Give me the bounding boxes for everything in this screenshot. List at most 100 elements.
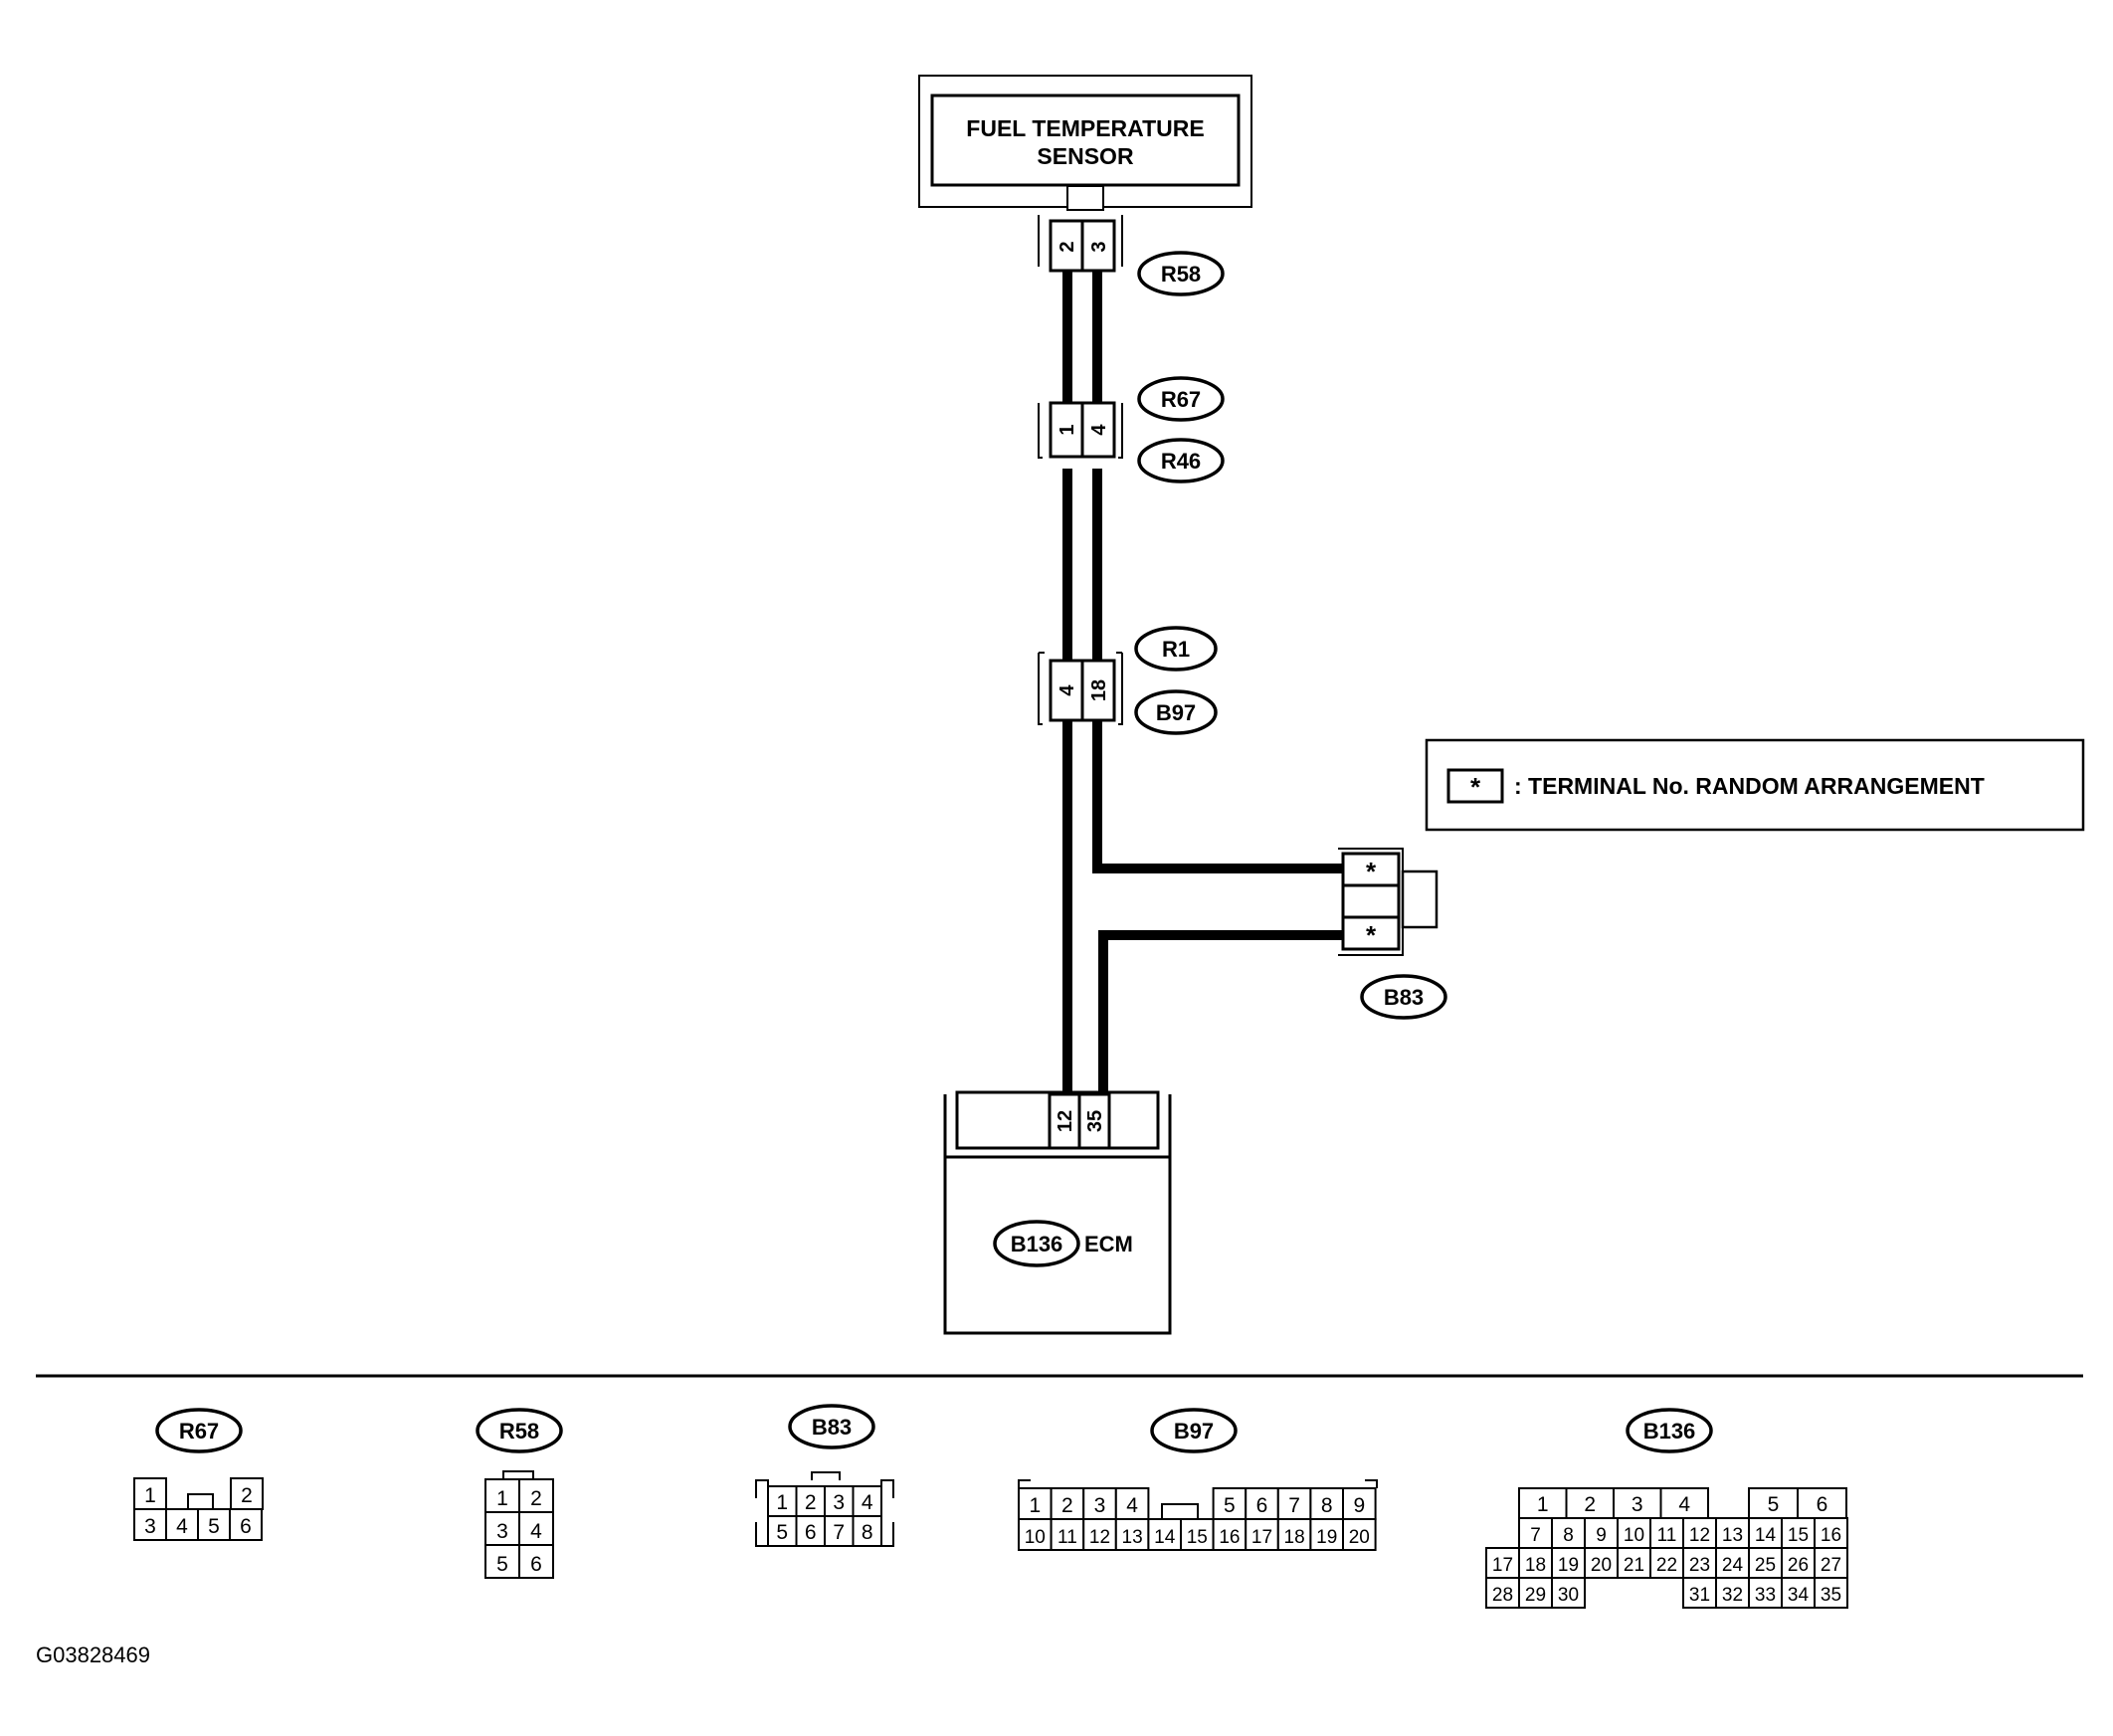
tag-r1: R1 (1162, 637, 1190, 662)
b97-face-pin: 8 (1321, 1494, 1333, 1517)
face-tag-r67: R67 (179, 1419, 219, 1444)
face-tag-r58: R58 (499, 1419, 539, 1444)
b136-face-pin: 22 (1656, 1555, 1677, 1576)
b136-face-pin: 18 (1525, 1555, 1546, 1576)
b97-face-pin: 2 (1061, 1494, 1073, 1517)
r58-face-pin: 4 (530, 1520, 542, 1543)
b136-face-pin: 11 (1657, 1525, 1677, 1546)
b97-face-pin: 6 (1256, 1494, 1268, 1517)
ecm-pin-12: 12 (1055, 1110, 1076, 1132)
r67-face-pin: 5 (208, 1515, 220, 1538)
r58-face-pin: 1 (496, 1487, 508, 1510)
b136-face-pin: 2 (1584, 1493, 1596, 1516)
face-tag-b83: B83 (812, 1415, 852, 1440)
b136-face-pin: 20 (1591, 1555, 1612, 1576)
b83-pin-upper: * (1366, 857, 1377, 886)
face-tag-b97: B97 (1174, 1419, 1214, 1444)
b136-face-pin: 10 (1624, 1525, 1644, 1546)
b136-face-pin: 15 (1788, 1525, 1809, 1546)
b136-face-pin: 23 (1689, 1555, 1710, 1576)
b83-face-pin: 3 (833, 1491, 845, 1514)
b136-face-pin: 8 (1563, 1525, 1574, 1546)
b97-face-pin: 9 (1353, 1494, 1365, 1517)
b97-face-pin: 11 (1057, 1527, 1077, 1548)
b136-face-pin: 1 (1537, 1493, 1549, 1516)
b136-face-pin: 34 (1788, 1585, 1810, 1606)
tag-b83: B83 (1384, 985, 1424, 1010)
b136-face-pin: 25 (1755, 1555, 1776, 1576)
b97-face-pin: 20 (1349, 1527, 1370, 1548)
sensor-label-line2: SENSOR (1037, 143, 1134, 169)
b136-face-pin: 9 (1596, 1525, 1607, 1546)
b136-face-pin: 4 (1678, 1493, 1690, 1516)
tag-b136: B136 (1011, 1232, 1063, 1256)
ecm-label: ECM (1084, 1232, 1133, 1256)
b97-face-pin: 3 (1094, 1494, 1106, 1517)
connector-r67-r46: 1 4 R67 R46 (1038, 376, 1225, 483)
b136-face-pin: 16 (1821, 1525, 1841, 1546)
b136-face-pin: 35 (1821, 1585, 1841, 1606)
r67-face-pin: 4 (176, 1515, 188, 1538)
r58-face-pin: 5 (496, 1553, 508, 1576)
b97-face-pin: 12 (1089, 1527, 1110, 1548)
b97-face-pin: 1 (1029, 1494, 1041, 1517)
ecm-pin-35: 35 (1084, 1110, 1106, 1132)
b83-pin-lower: * (1366, 920, 1377, 950)
r58-face-pin: 2 (530, 1487, 542, 1510)
b136-face-pin: 3 (1632, 1493, 1643, 1516)
b83-face-pin: 6 (805, 1521, 817, 1544)
b136-face-pin: 6 (1817, 1493, 1828, 1516)
legend-text: : TERMINAL No. RANDOM ARRANGEMENT (1514, 773, 1985, 799)
b136-face-pin: 14 (1755, 1525, 1777, 1546)
b136-face-pin: 17 (1492, 1555, 1513, 1576)
b136-face-pin: 19 (1558, 1555, 1579, 1576)
b136-face-pin: 30 (1558, 1585, 1579, 1606)
fuel-temperature-sensor: FUEL TEMPERATURE SENSOR (918, 75, 1252, 211)
b97-face-pin: 5 (1224, 1494, 1236, 1517)
face-tag-b136: B136 (1643, 1419, 1696, 1444)
b97-face-pin: 10 (1025, 1527, 1046, 1548)
r58-face-pin: 3 (496, 1520, 508, 1543)
tag-r58: R58 (1161, 262, 1201, 287)
r67-face-pin: 2 (241, 1484, 253, 1507)
b136-face-pin: 27 (1821, 1555, 1841, 1576)
r67-face-pin: 3 (144, 1515, 156, 1538)
b83-face-pin: 7 (833, 1521, 845, 1544)
b136-face-pin: 31 (1689, 1585, 1710, 1606)
connector-r1-b97: 4 18 R1 B97 (1038, 626, 1218, 735)
wire-harness (1062, 271, 1350, 1109)
tag-r67: R67 (1161, 387, 1201, 412)
b97-face-pin: 15 (1187, 1527, 1208, 1548)
figure-id: G03828469 (36, 1642, 150, 1667)
b136-face-pin: 5 (1768, 1493, 1780, 1516)
r58-face-pin: 6 (530, 1553, 542, 1576)
b83-face-pin: 2 (805, 1491, 817, 1514)
r58-pin-2: 2 (1056, 241, 1078, 252)
b136-face-pin: 12 (1689, 1525, 1710, 1546)
b136-face-pin: 28 (1492, 1585, 1513, 1606)
b97-face-pin: 7 (1288, 1494, 1300, 1517)
b97-face-pin: 16 (1219, 1527, 1240, 1548)
ecm-unit: 12 35 B136 ECM (943, 1090, 1172, 1335)
b83-face-pin: 1 (776, 1491, 788, 1514)
b83-face-pin: 5 (776, 1521, 788, 1544)
b97-face-pin: 13 (1122, 1527, 1143, 1548)
b97-face-pin: 17 (1251, 1527, 1272, 1548)
b136-face-pin: 21 (1624, 1555, 1644, 1576)
b97-face-pin: 19 (1316, 1527, 1337, 1548)
r67-face-pin: 1 (144, 1484, 156, 1507)
r58-pin-3: 3 (1088, 241, 1110, 252)
b83-face-pin: 4 (862, 1491, 873, 1514)
tag-r46: R46 (1161, 449, 1201, 474)
r1-pin-4: 4 (1056, 684, 1078, 696)
sensor-label-line1: FUEL TEMPERATURE (966, 115, 1204, 141)
b97-face-pin: 14 (1154, 1527, 1176, 1548)
r67-pin-1: 1 (1056, 424, 1078, 435)
connector-r58: 2 3 R58 (1038, 215, 1225, 296)
b97-face-pin: 4 (1126, 1494, 1138, 1517)
b136-face-pin: 33 (1755, 1585, 1776, 1606)
legend-symbol: * (1470, 772, 1481, 802)
b136-face-pin: 29 (1525, 1585, 1546, 1606)
tag-b97: B97 (1156, 700, 1196, 725)
